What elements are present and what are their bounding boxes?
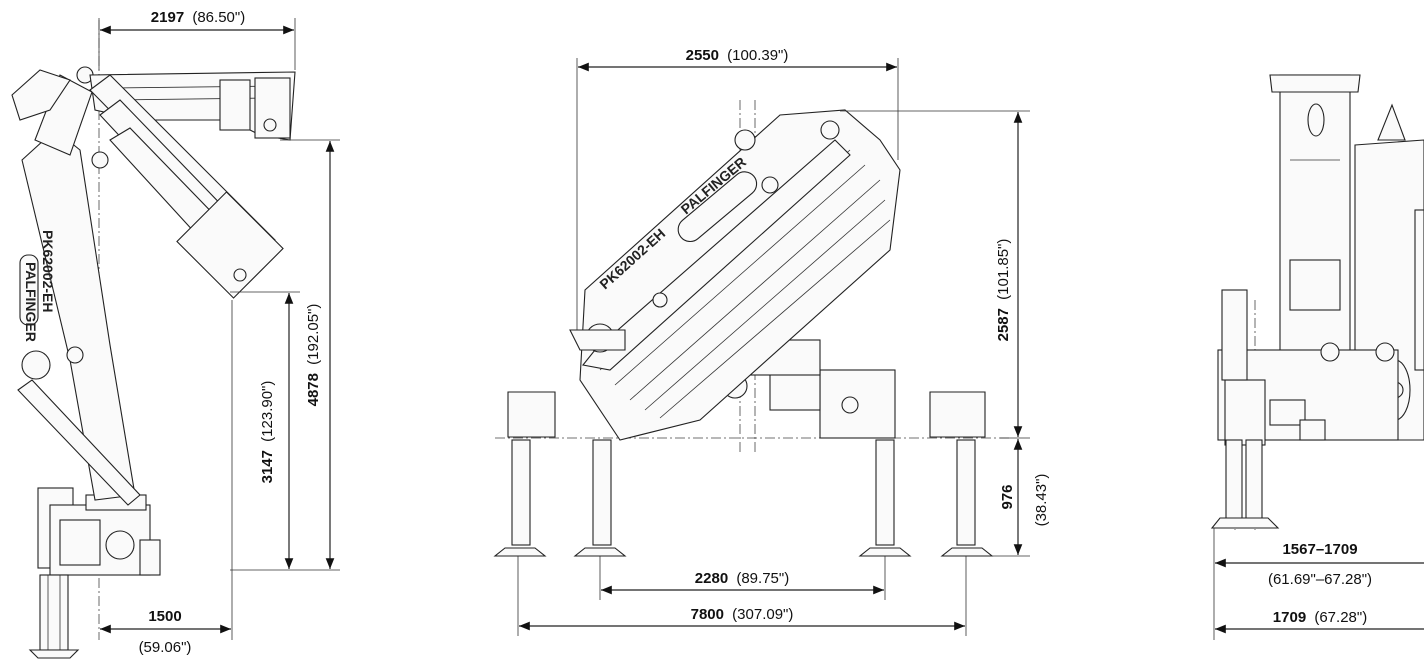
svg-text:2550 (100.39"): 2550 (100.39") bbox=[686, 47, 789, 64]
dim-left-top-width: 2197 (86.50") bbox=[98, 9, 296, 70]
dim-976-inch: (38.43") bbox=[1033, 474, 1050, 527]
dim-center-top-width: 2550 (100.39") bbox=[576, 47, 899, 330]
dim-center-inner-span: 2280 (89.75") bbox=[599, 556, 886, 600]
side-model-label: PK62002-EH bbox=[40, 230, 56, 313]
dim-left-bottom-width: 1500 (59.06") bbox=[100, 300, 233, 656]
dim-7800-inch: (307.09") bbox=[732, 606, 793, 623]
svg-text:3147 (123.90"): 3147 (123.90") bbox=[259, 381, 276, 484]
dim-left-folded-height: 3147 (123.90") bbox=[230, 291, 300, 571]
dim-center-support-height: 976 (38.43") bbox=[990, 439, 1050, 557]
dim-2587-value: 2587 bbox=[995, 308, 1012, 341]
svg-text:2280 (89.75"): 2280 (89.75") bbox=[695, 570, 789, 587]
dim-1567-1709-inch: (61.69"–67.28") bbox=[1268, 571, 1372, 588]
dim-left-total-height: 4878 (192.05") bbox=[280, 139, 340, 571]
dim-1500-value: 1500 bbox=[148, 608, 181, 625]
dim-976-value: 976 bbox=[999, 484, 1016, 509]
svg-text:2197 (86.50"): 2197 (86.50") bbox=[151, 9, 245, 26]
dim-2550-value: 2550 bbox=[686, 47, 719, 64]
dim-center-height: 2587 (101.85") bbox=[840, 110, 1030, 439]
dim-4878-value: 4878 bbox=[305, 373, 322, 406]
dim-right-width: 1709 (67.28") bbox=[1215, 609, 1424, 634]
front-view-crane bbox=[1210, 74, 1424, 530]
dim-4878-inch: (192.05") bbox=[305, 304, 322, 365]
dim-7800-value: 7800 bbox=[691, 606, 724, 623]
svg-text:4878 (192.05"): 4878 (192.05") bbox=[305, 304, 322, 407]
side-view-crane bbox=[11, 20, 296, 659]
rear-view-crane bbox=[493, 100, 1010, 557]
dim-3147-inch: (123.90") bbox=[259, 381, 276, 442]
svg-text:1709 (67.28"): 1709 (67.28") bbox=[1273, 609, 1367, 626]
dim-right-range: 1567–1709 (61.69"–67.28") bbox=[1213, 528, 1424, 640]
dim-2197-inch: (86.50") bbox=[192, 9, 245, 26]
dim-2587-inch: (101.85") bbox=[995, 239, 1012, 300]
side-brand-label: PALFINGER bbox=[23, 262, 39, 342]
svg-text:2587 (101.85"): 2587 (101.85") bbox=[995, 239, 1012, 342]
svg-text:7800 (307.09"): 7800 (307.09") bbox=[691, 606, 794, 623]
dim-1709-value: 1709 bbox=[1273, 609, 1306, 626]
dim-2280-inch: (89.75") bbox=[736, 570, 789, 587]
dim-1500-inch: (59.06") bbox=[139, 639, 192, 656]
dim-3147-value: 3147 bbox=[259, 450, 276, 483]
dim-2550-inch: (100.39") bbox=[727, 47, 788, 64]
dim-1567-1709-value: 1567–1709 bbox=[1282, 541, 1357, 558]
dim-1709-inch: (67.28") bbox=[1314, 609, 1367, 626]
dim-2197-value: 2197 bbox=[151, 9, 184, 26]
dim-center-outer-span: 7800 (307.09") bbox=[517, 556, 967, 636]
dim-2280-value: 2280 bbox=[695, 570, 728, 587]
